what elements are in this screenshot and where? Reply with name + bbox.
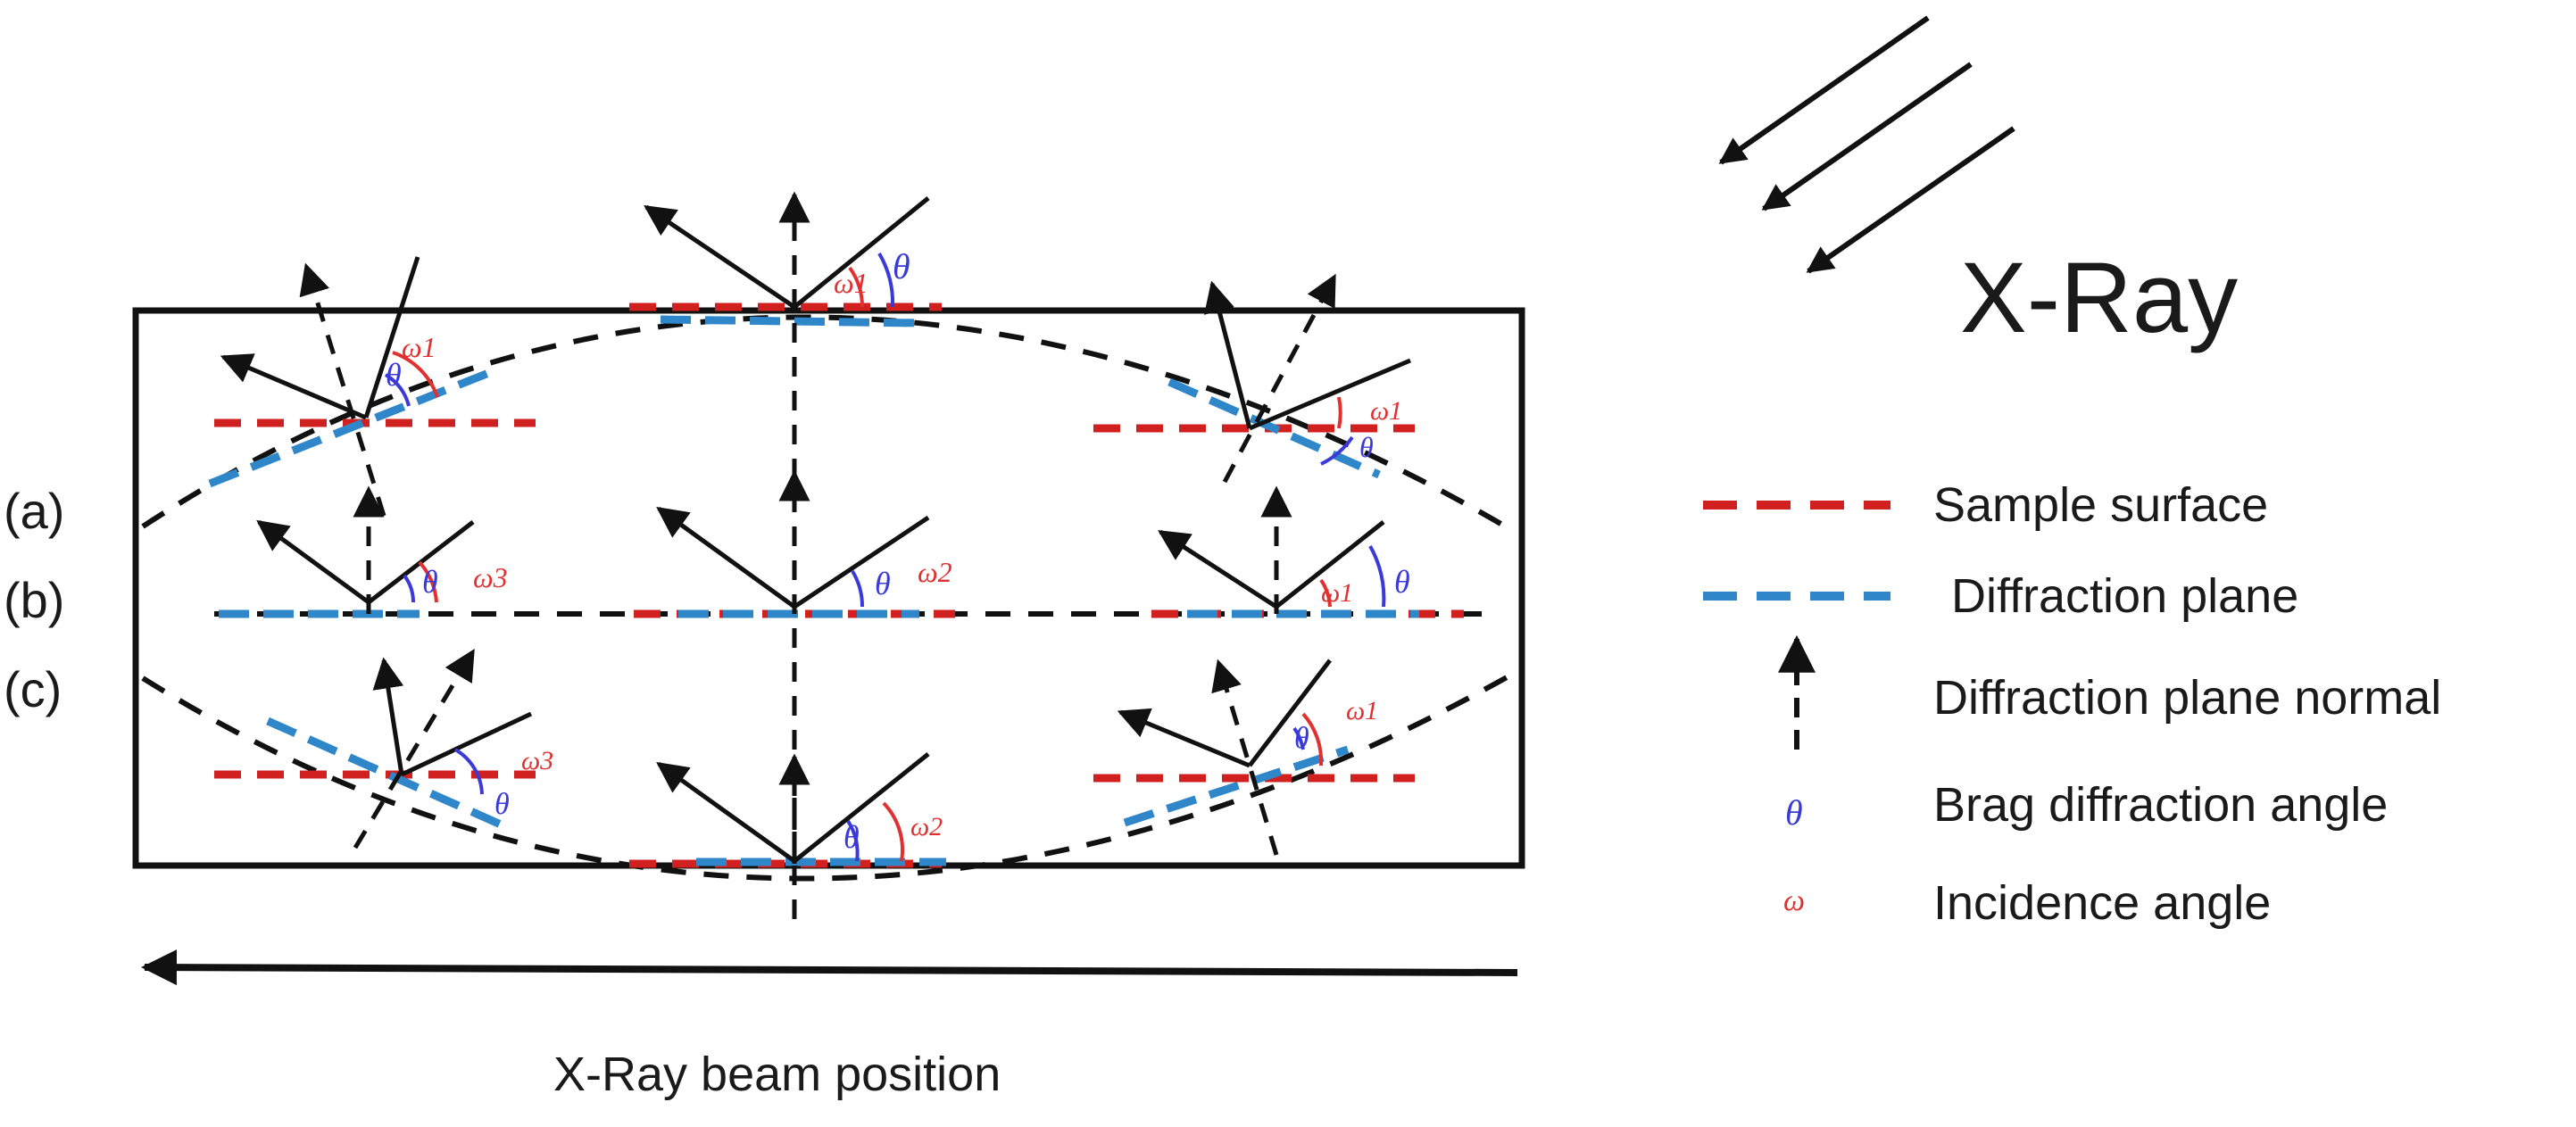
plane-normals: [299, 191, 1337, 919]
theta-symbol: θ: [386, 357, 402, 393]
row-label-c: (c): [4, 661, 62, 717]
rays: [220, 196, 1411, 864]
legend-label-incidence-angle: Incidence angle: [1933, 876, 2271, 930]
theta-symbol: θ: [875, 566, 891, 601]
trace-a: [141, 314, 1510, 531]
theta-symbol: θ: [494, 788, 510, 821]
omega-symbol: ω1: [402, 331, 436, 363]
x-ray-arrows: [1718, 15, 2015, 274]
theta-symbol: θ: [422, 564, 438, 600]
x-axis-label: X-Ray beam position: [553, 1048, 1001, 1101]
theta-symbol: θ: [893, 246, 910, 286]
theta-symbol: θ: [843, 819, 860, 855]
legend-omega-symbol: ω: [1783, 884, 1805, 917]
legend-label-plane-normal: Diffraction plane normal: [1933, 671, 2441, 725]
theta-symbol: θ: [1359, 431, 1374, 463]
diffraction-plane-lines: [208, 315, 1419, 866]
omega-symbol: ω1: [834, 267, 868, 299]
theta-symbol: θ: [1294, 722, 1309, 755]
angle-symbols: θ ω1 θ ω1 ω1 θ θ ω3 θ ω2 ω1 θ ω3 θ θ ω1 …: [386, 246, 1410, 855]
theta-symbol: θ: [1394, 564, 1410, 600]
omega-symbol: ω2: [918, 556, 952, 588]
legend-label-sample-surface: Sample surface: [1933, 478, 2268, 532]
angle-arcs: [384, 252, 1386, 862]
sample-box: [132, 307, 1525, 869]
omega-symbol: ω1: [1346, 696, 1378, 725]
x-ray-title: X-Ray: [1960, 242, 2238, 353]
row-label-b: (b): [4, 572, 64, 628]
legend-label-diffraction-plane: Diffraction plane: [1951, 569, 2298, 623]
trace-c: [141, 674, 1510, 882]
row-label-a: (a): [4, 483, 64, 539]
omega-symbol: ω2: [910, 812, 943, 841]
omega-symbol: ω3: [521, 746, 553, 775]
legend: Sample surface Diffraction plane Diffrac…: [1703, 478, 2441, 930]
beam-position-arrow: [141, 949, 1518, 986]
omega-symbol: ω1: [1321, 578, 1353, 608]
row-labels: (a) (b) (c): [4, 483, 64, 717]
omega-symbol: ω3: [473, 561, 508, 593]
omega-symbol: ω1: [1370, 396, 1402, 426]
legend-theta-symbol: θ: [1785, 792, 1803, 833]
legend-label-bragg-angle: Brag diffraction angle: [1933, 778, 2388, 832]
